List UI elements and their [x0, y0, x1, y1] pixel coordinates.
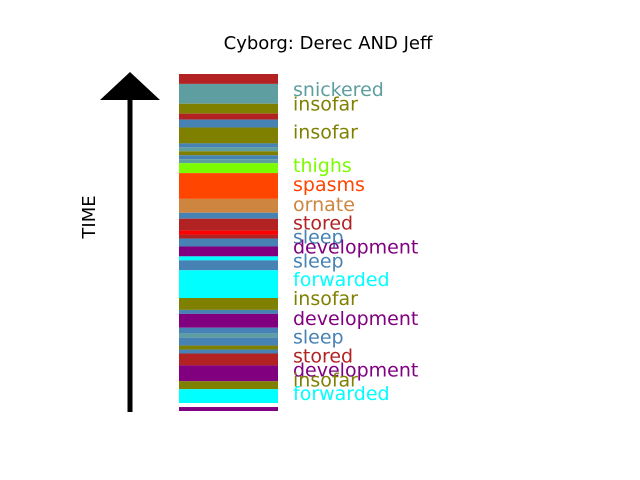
timeline-label: development	[293, 308, 418, 330]
timeline-label: insofar	[293, 369, 358, 391]
timeline-segment	[179, 83, 278, 104]
timeline-segment	[179, 212, 278, 219]
chart-title: Cyborg: Derec AND Jeff	[224, 33, 433, 54]
timeline-label: spasms	[293, 174, 365, 196]
timeline-label: stored	[293, 345, 353, 367]
timeline-segment	[179, 218, 278, 231]
timeline-segment	[179, 143, 278, 148]
timeline-segment	[179, 313, 278, 328]
timeline-segment	[179, 155, 278, 160]
timeline-segment	[179, 119, 278, 128]
timeline-segment	[179, 270, 278, 299]
timeline-segment	[179, 234, 278, 239]
timeline-label: thighs	[293, 155, 352, 177]
timeline-segment	[179, 327, 278, 334]
timeline-label: snickered	[293, 79, 384, 101]
timeline-segment	[179, 173, 278, 199]
timeline-label: insofar	[293, 94, 358, 116]
timeline-segment	[179, 198, 278, 213]
timeline-label: stored	[293, 213, 353, 235]
timeline-segment	[179, 260, 278, 271]
timeline-segment	[179, 246, 278, 257]
timeline-segment	[179, 230, 278, 235]
timeline-segment	[179, 333, 278, 338]
timeline-segment	[179, 407, 278, 411]
timeline-strip	[179, 74, 278, 411]
timeline-labels: snickeredinsofarinsofarthighsspasmsornat…	[293, 79, 418, 405]
timeline-label: insofar	[293, 288, 358, 310]
timeline-label: forwarded	[293, 269, 390, 291]
timeline-label: sleep	[293, 227, 344, 249]
timeline-segment	[179, 147, 278, 152]
time-arrow	[100, 72, 160, 412]
timeline-segment	[179, 163, 278, 174]
timeline-label: development	[293, 359, 418, 381]
timeline-label: insofar	[293, 121, 358, 143]
timeline-label: forwarded	[293, 383, 390, 405]
timeline-segment	[179, 151, 278, 156]
timeline-segment	[179, 381, 278, 390]
timeline-segment	[179, 113, 278, 120]
timeline-label: ornate	[293, 194, 355, 216]
timeline-segment	[179, 309, 278, 314]
timeline-label: development	[293, 236, 418, 258]
timeline-segment	[179, 238, 278, 247]
timeline-segment	[179, 353, 278, 366]
timeline-segment	[179, 349, 278, 354]
timeline-segment	[179, 337, 278, 346]
timeline-segment	[179, 389, 278, 404]
timeline-segment	[179, 159, 278, 164]
timeline-segment	[179, 365, 278, 382]
timeline-segment	[179, 103, 278, 114]
time-axis-label: TIME	[79, 195, 100, 239]
timeline-label: sleep	[293, 250, 344, 272]
timeline-segment	[179, 298, 278, 310]
timeline-segment	[179, 403, 278, 408]
timeline-segment	[179, 127, 278, 144]
timeline-label: sleep	[293, 327, 344, 349]
time-arrow-head	[100, 72, 160, 100]
timeline-segment	[179, 256, 278, 261]
timeline-segment	[179, 345, 278, 350]
timeline-segment	[179, 74, 278, 84]
